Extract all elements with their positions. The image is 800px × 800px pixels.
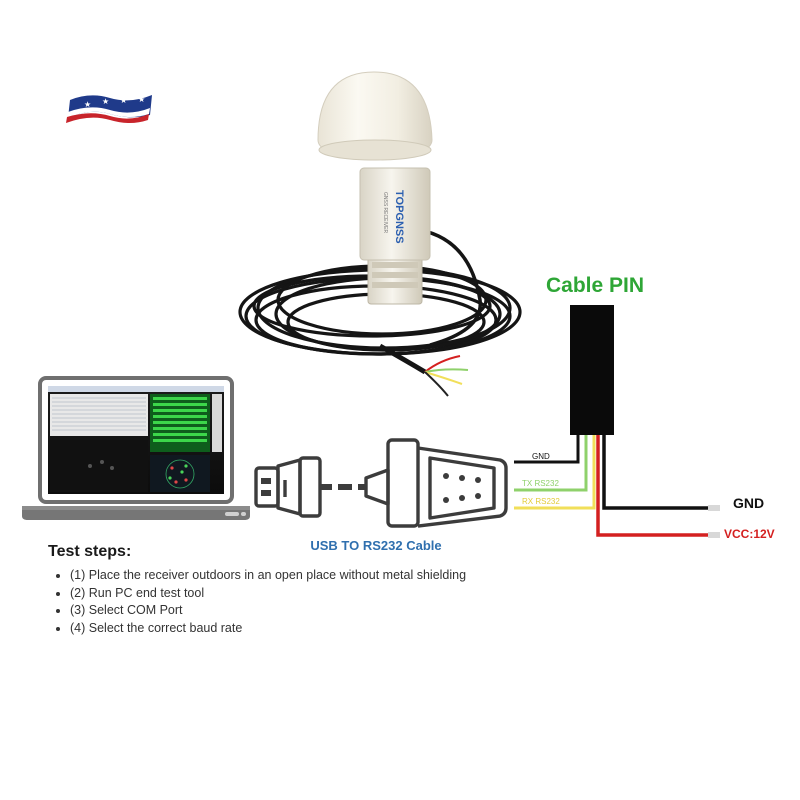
test-step: (4) Select the correct baud rate: [70, 620, 568, 638]
svg-text:★: ★: [120, 96, 127, 105]
test-steps-list: (1) Place the receiver outdoors in an op…: [48, 567, 568, 637]
svg-text:★: ★: [84, 100, 91, 109]
cable-connector-block: [570, 305, 614, 435]
power-wires: [596, 435, 708, 537]
signal-wires: [514, 435, 596, 510]
usb-rs232-adapter: [254, 438, 508, 528]
test-step: (2) Run PC end test tool: [70, 585, 568, 603]
svg-text:★: ★: [138, 95, 145, 104]
test-step: (3) Select COM Port: [70, 602, 568, 620]
flag-logo: ★ ★ ★ ★: [66, 95, 152, 123]
power-label-vcc: VCC:12V: [724, 527, 775, 541]
antenna-subtext: GNSS RECEIVER: [382, 192, 388, 234]
svg-text:★: ★: [102, 97, 109, 106]
power-label-gnd: GND: [733, 495, 764, 511]
antenna-brand: TOPGNSS: [393, 190, 405, 244]
wire-label-gnd: GND: [532, 452, 550, 461]
test-steps-title: Test steps:: [48, 543, 132, 560]
wire-tip-gnd: [708, 505, 720, 511]
cable-pin-title: Cable PIN: [546, 274, 644, 297]
test-steps: Test steps: (1) Place the receiver outdo…: [48, 543, 568, 637]
adapter-label: USB TO RS232 Cable: [310, 538, 441, 553]
test-step: (1) Place the receiver outdoors in an op…: [70, 567, 568, 585]
wire-label-tx: TX RS232: [522, 479, 559, 488]
wire-label-rx: RX RS232: [522, 497, 560, 506]
wire-tip-vcc: [708, 532, 720, 538]
gnss-antenna: TOPGNSS GNSS RECEIVER: [238, 71, 522, 397]
laptop: [22, 376, 250, 520]
